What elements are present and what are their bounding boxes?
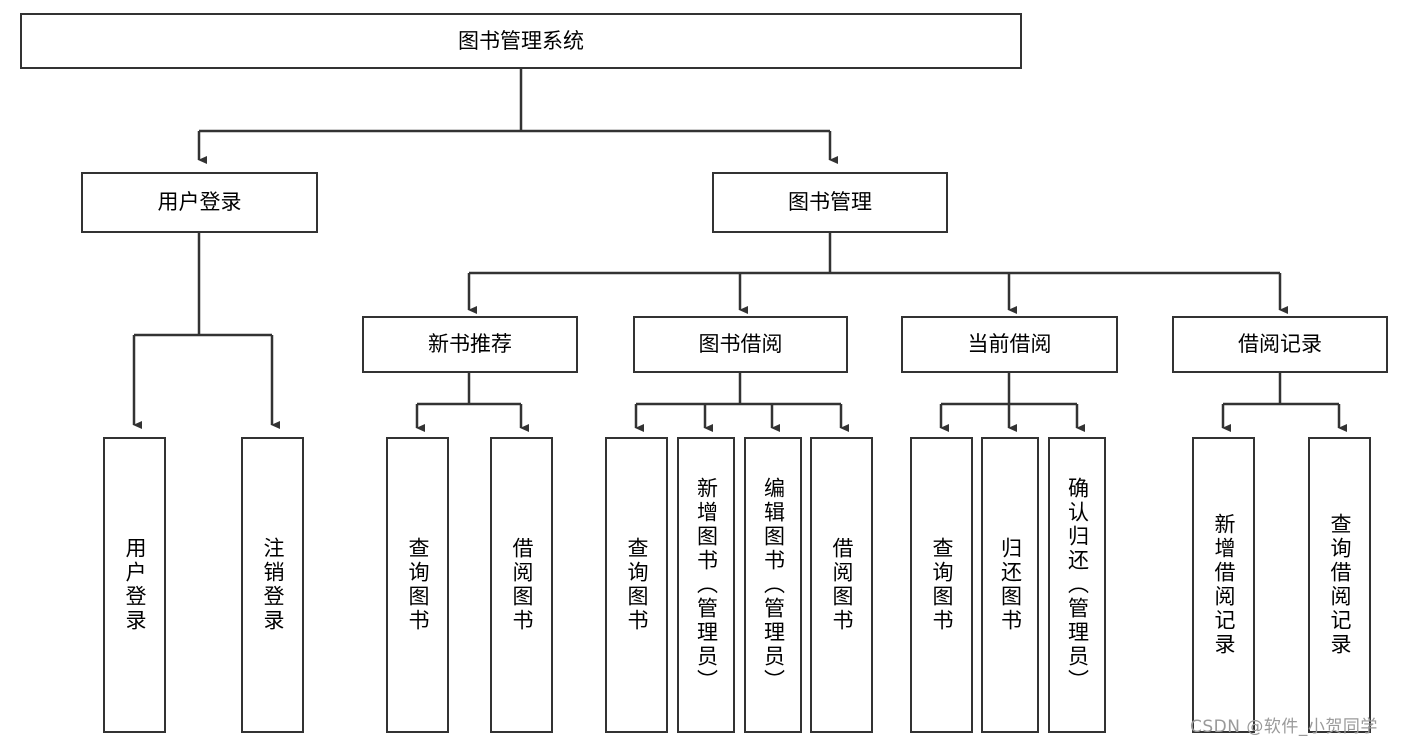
node-leaf-confirm-return-label: 确认归还（管理员） xyxy=(1065,477,1090,693)
node-leaf-return-book-label: 归还图书 xyxy=(998,537,1023,633)
node-leaf-add-book[interactable]: 新增图书（管理员） xyxy=(677,437,735,733)
node-leaf-borrow-book-1[interactable]: 借阅图书 xyxy=(490,437,553,733)
node-leaf-query-book-3-label: 查询图书 xyxy=(930,537,954,633)
node-book-borrow-label: 图书借阅 xyxy=(698,332,783,357)
node-leaf-add-record-label: 新增借阅记录 xyxy=(1212,513,1236,657)
node-leaf-logout-label: 注销登录 xyxy=(261,537,285,633)
node-leaf-borrow-book-1-label: 借阅图书 xyxy=(510,537,534,633)
node-leaf-borrow-book-2-label: 借阅图书 xyxy=(830,537,854,633)
node-borrow-record[interactable]: 借阅记录 xyxy=(1172,316,1388,373)
node-book-manage-label: 图书管理 xyxy=(788,190,872,215)
node-current-borrow[interactable]: 当前借阅 xyxy=(901,316,1118,373)
node-leaf-edit-book-label: 编辑图书（管理员） xyxy=(761,477,786,693)
node-leaf-logout[interactable]: 注销登录 xyxy=(241,437,304,733)
node-root-label: 图书管理系统 xyxy=(458,28,584,53)
csdn-watermark: CSDN @软件_小贺同学 xyxy=(1190,717,1378,737)
node-current-borrow-label: 当前借阅 xyxy=(967,332,1052,357)
node-new-book-recommend-label: 新书推荐 xyxy=(428,332,512,357)
node-root[interactable]: 图书管理系统 xyxy=(20,13,1022,69)
node-leaf-query-book-1[interactable]: 查询图书 xyxy=(386,437,449,733)
node-new-book-recommend[interactable]: 新书推荐 xyxy=(362,316,578,373)
node-leaf-edit-book[interactable]: 编辑图书（管理员） xyxy=(744,437,802,733)
node-leaf-user-login-label: 用户登录 xyxy=(123,537,147,633)
node-leaf-query-book-2-label: 查询图书 xyxy=(625,537,649,633)
node-leaf-query-record[interactable]: 查询借阅记录 xyxy=(1308,437,1371,733)
node-leaf-query-book-2[interactable]: 查询图书 xyxy=(605,437,668,733)
node-user-login-label: 用户登录 xyxy=(157,190,242,215)
node-leaf-return-book[interactable]: 归还图书 xyxy=(981,437,1039,733)
node-book-manage[interactable]: 图书管理 xyxy=(712,172,948,233)
node-leaf-query-book-1-label: 查询图书 xyxy=(406,537,430,633)
node-user-login[interactable]: 用户登录 xyxy=(81,172,318,233)
node-leaf-query-book-3[interactable]: 查询图书 xyxy=(910,437,973,733)
node-leaf-user-login[interactable]: 用户登录 xyxy=(103,437,166,733)
node-leaf-confirm-return[interactable]: 确认归还（管理员） xyxy=(1048,437,1106,733)
node-leaf-add-book-label: 新增图书（管理员） xyxy=(694,477,719,693)
node-leaf-add-record[interactable]: 新增借阅记录 xyxy=(1192,437,1255,733)
node-leaf-borrow-book-2[interactable]: 借阅图书 xyxy=(810,437,873,733)
node-borrow-record-label: 借阅记录 xyxy=(1238,332,1322,357)
node-leaf-query-record-label: 查询借阅记录 xyxy=(1328,513,1352,657)
node-book-borrow[interactable]: 图书借阅 xyxy=(633,316,848,373)
